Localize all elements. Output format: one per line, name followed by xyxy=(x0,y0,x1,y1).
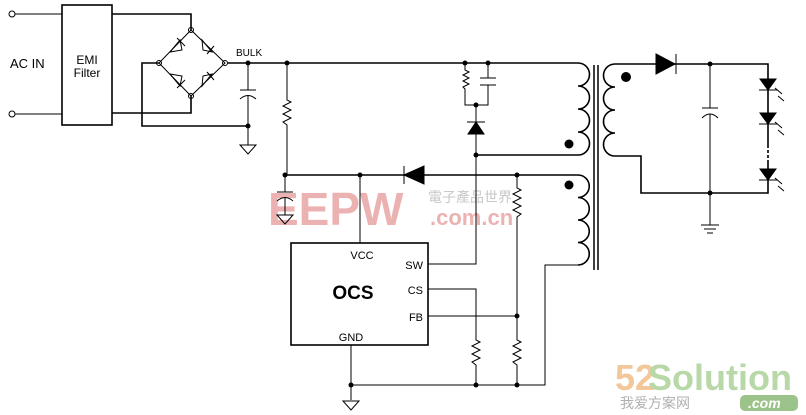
led-icon xyxy=(759,112,785,136)
rcd-snubber xyxy=(461,63,496,155)
solution-domain-badge xyxy=(740,395,798,411)
clamp-diode-icon xyxy=(467,121,485,135)
primary-dot-icon xyxy=(564,139,574,149)
ac-input: AC IN xyxy=(8,10,62,118)
ac-terminal-bottom xyxy=(8,110,16,118)
ground-icon xyxy=(275,214,295,225)
ground-icon xyxy=(341,400,361,411)
ground-icon xyxy=(701,224,719,234)
ac-in-label: AC IN xyxy=(10,56,45,71)
pin-sw: SW xyxy=(405,260,423,272)
vcc-capacitor xyxy=(275,175,295,225)
bulk-label: BULK xyxy=(236,48,262,59)
startup-resistor xyxy=(281,63,293,175)
led-icon xyxy=(759,78,785,102)
pin-fb: FB xyxy=(409,312,423,324)
led-string xyxy=(759,78,785,192)
solution-domain: .com xyxy=(748,395,781,411)
solution-number: 52 xyxy=(615,357,655,398)
ocs-controller-ic: VCC SW CS FB GND OCS xyxy=(290,242,429,346)
ac-terminal-top xyxy=(8,10,16,18)
aux-dot-icon xyxy=(564,180,574,190)
fb-divider-resistors xyxy=(511,175,523,385)
secondary-winding xyxy=(602,63,616,157)
bridge-diode-icon xyxy=(168,37,215,89)
aux-winding xyxy=(577,174,590,266)
emi-filter: EMI Filter xyxy=(61,4,113,126)
52solution-watermark: 52 Solution 我爱方案网 .com xyxy=(615,357,798,412)
bulk-capacitor xyxy=(238,63,258,155)
cs-line-and-sense-resistor xyxy=(428,288,482,385)
ground-icon xyxy=(238,144,258,155)
led-icon xyxy=(759,168,785,192)
pin-cs: CS xyxy=(408,285,423,297)
primary-winding xyxy=(577,62,591,156)
secondary-dot-icon xyxy=(621,72,631,82)
eepw-domain: .com.cn xyxy=(430,205,513,230)
sw-line xyxy=(428,155,477,265)
pin-gnd: GND xyxy=(339,332,364,344)
output-diode-icon xyxy=(655,53,677,75)
aux-diode-icon xyxy=(402,165,425,185)
ic-name: OCS xyxy=(332,283,373,304)
filter-label: Filter xyxy=(74,66,101,80)
junction-dots xyxy=(245,60,713,388)
solution-chinese: 我爱方案网 xyxy=(620,395,690,412)
transformer-core xyxy=(593,65,599,270)
solution-word: Solution xyxy=(648,357,792,398)
pin-vcc: VCC xyxy=(350,250,373,262)
eepw-chinese: 電子產品世界 xyxy=(428,189,512,206)
eepw-logo: EEPW xyxy=(268,183,404,235)
secondary-loop xyxy=(615,63,769,194)
ground-return xyxy=(350,264,578,386)
eepw-watermark: EEPW 電子產品世界 .com.cn xyxy=(268,183,513,235)
emi-label: EMI xyxy=(76,53,97,67)
bridge-rectifier xyxy=(112,13,248,127)
output-capacitor xyxy=(701,64,719,234)
